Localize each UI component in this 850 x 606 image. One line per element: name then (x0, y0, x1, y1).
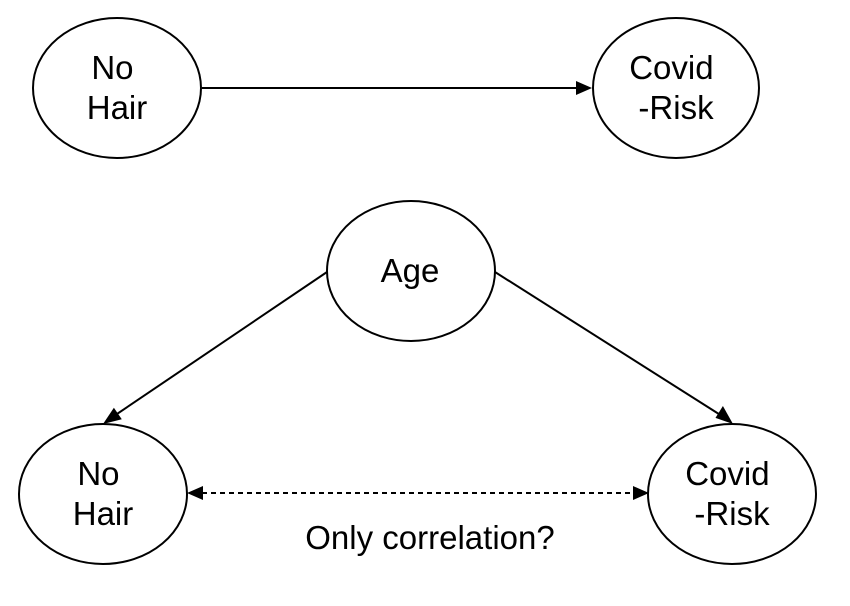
top-node-no-hair-label-line1: No (91, 49, 133, 86)
bottom-node-covid-risk-shape (647, 423, 817, 565)
bottom-node-covid-risk: Covid -Risk (647, 423, 817, 565)
bottom-node-no-hair-label-line1: No (77, 455, 119, 492)
bottom-node-no-hair: No Hair (18, 423, 188, 565)
top-node-no-hair: No Hair (32, 17, 202, 159)
svg-text:No Hair: No Hair (87, 49, 148, 126)
svg-text:No Hair: No Hair (73, 455, 134, 532)
bottom-node-age: Age (326, 200, 496, 342)
bottom-node-covid-risk-label-line1: Covid (685, 455, 769, 492)
svg-text:Covid -Risk: Covid -Risk (685, 455, 779, 532)
top-node-covid-risk-shape (592, 17, 760, 159)
bottom-edge-age-to-covid-arrowhead (715, 406, 733, 424)
bottom-edge-correlation-arrowhead-right (633, 486, 649, 500)
top-node-covid-risk: Covid -Risk (592, 17, 760, 159)
top-node-covid-risk-label-line1: Covid (629, 49, 713, 86)
top-edge-arrowhead (576, 81, 592, 95)
bottom-edge-correlation-arrowhead-left (187, 486, 203, 500)
bottom-edge-age-to-nohair (113, 271, 328, 417)
bottom-node-no-hair-label-line2: Hair (73, 495, 134, 532)
bottom-node-age-label: Age (381, 252, 440, 289)
bottom-diagram: Only correlation? Age No Hair Covid -Ris… (18, 200, 817, 565)
svg-text:Covid -Risk: Covid -Risk (629, 49, 723, 126)
bottom-node-covid-risk-label-line2: -Risk (694, 495, 770, 532)
top-node-no-hair-label-line2: Hair (87, 89, 148, 126)
top-node-no-hair-shape (32, 17, 202, 159)
top-node-covid-risk-label-line2: -Risk (638, 89, 714, 126)
correlation-label: Only correlation? (305, 519, 554, 556)
bottom-node-no-hair-shape (18, 423, 188, 565)
bottom-edge-age-to-covid (494, 271, 723, 417)
bottom-edge-age-to-nohair-arrowhead (103, 407, 122, 424)
bottom-node-age-shape (326, 200, 496, 342)
top-diagram: No Hair Covid -Risk (32, 17, 760, 159)
